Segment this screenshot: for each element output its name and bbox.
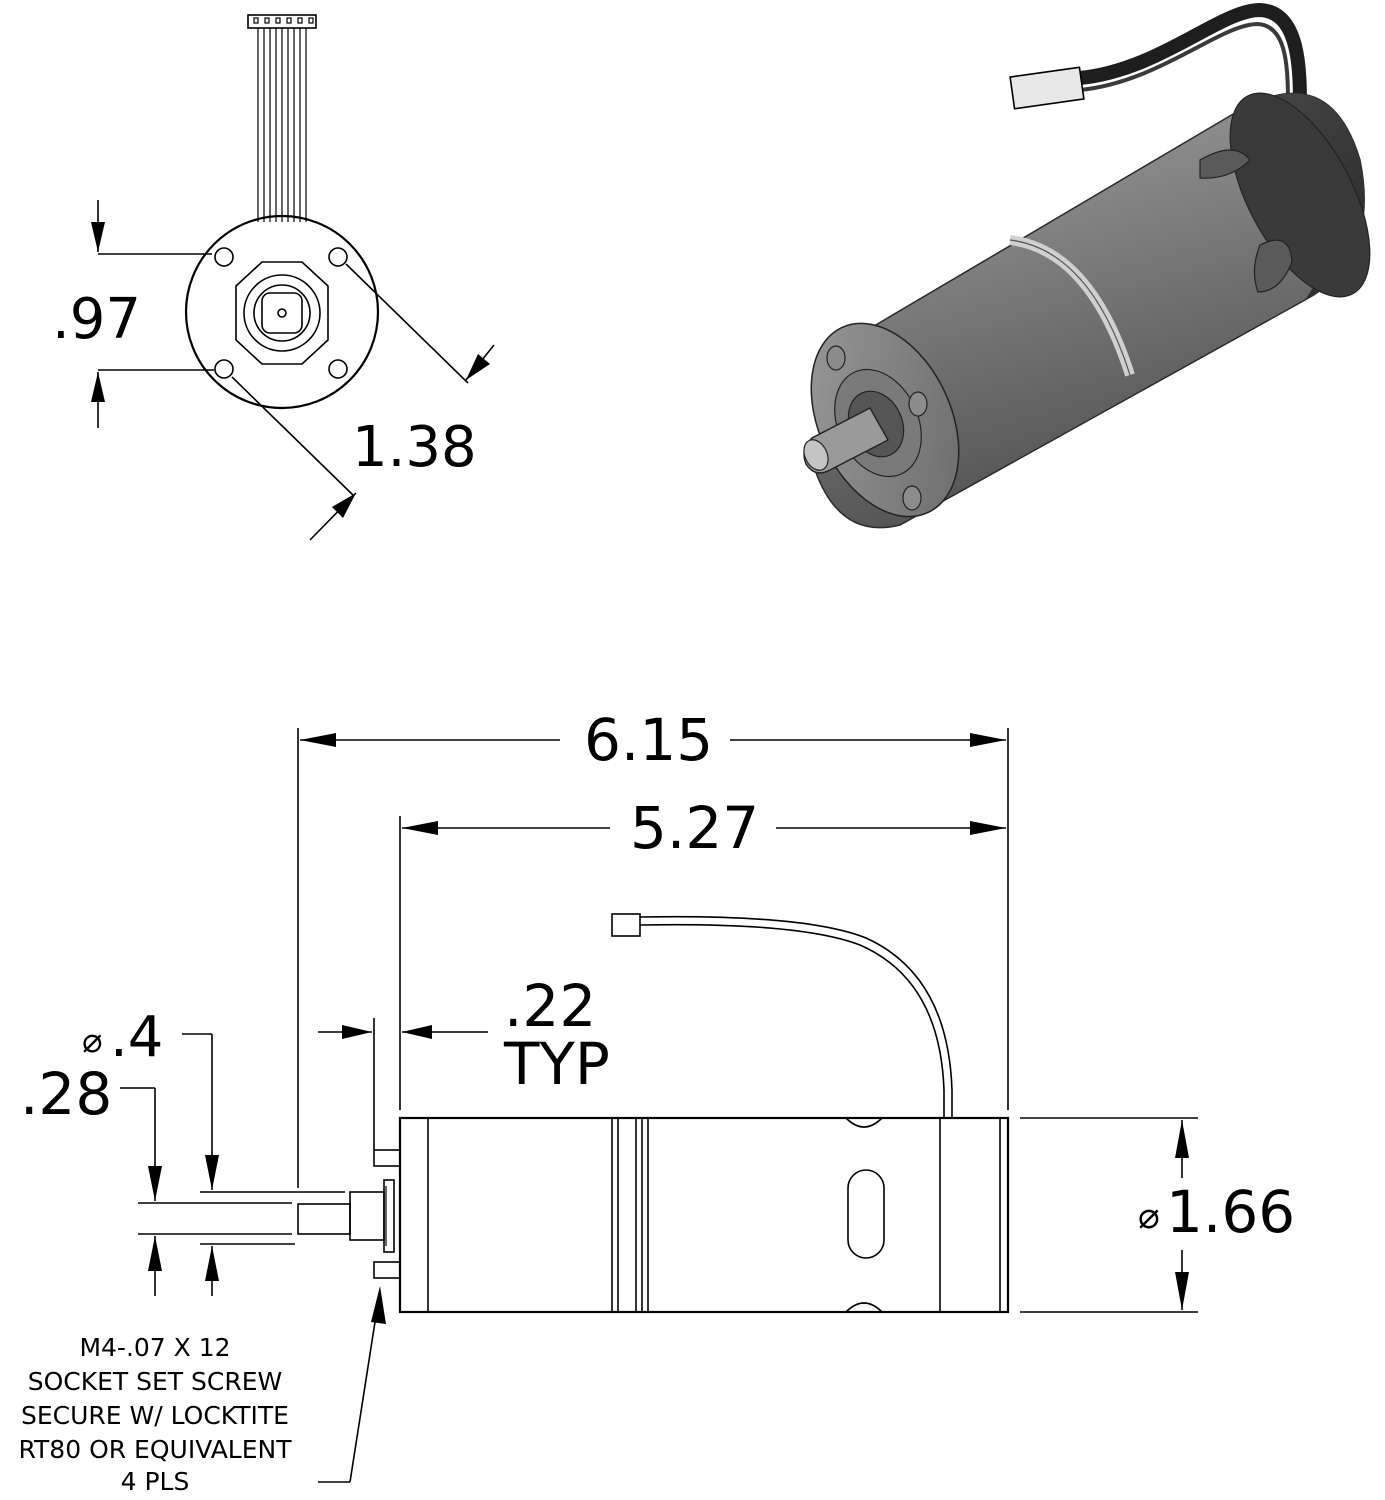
mount-hole-top-left	[214, 247, 234, 267]
screw-note-leader-arrow	[371, 1286, 386, 1324]
dim-4-arrow-bottom	[205, 1246, 219, 1281]
dim-527-label: 5.27	[630, 794, 759, 862]
dim-138-label: 1.38	[352, 415, 477, 480]
side-connector	[611, 913, 641, 937]
iso-slot-top	[1199, 149, 1251, 179]
dim-22-arrow-right	[402, 1025, 432, 1039]
dim-527-arrow-right	[970, 821, 1006, 835]
screw-note-line-4: RT80 OR EQUIVALENT	[18, 1435, 292, 1464]
side-boss-bottom	[373, 1261, 401, 1279]
front-hub	[235, 261, 329, 365]
dim-166-label: 1.66	[1166, 1178, 1295, 1246]
dim-28-label: .28	[20, 1060, 112, 1128]
iso-boss-2	[908, 391, 928, 417]
side-cable	[639, 923, 945, 1118]
iso-cable	[1079, 2, 1307, 111]
dim-166-arrow-bottom	[1175, 1272, 1189, 1310]
dim-28-arrow-top	[148, 1166, 162, 1201]
front-ribbon-cable	[257, 28, 307, 222]
side-view: 6.15 5.27 .22 TYP	[18, 706, 1295, 1496]
side-motor-body	[398, 1116, 1010, 1314]
dim-22-typ-label: TYP	[503, 1030, 610, 1098]
side-hub	[349, 1191, 385, 1241]
dim-615-label: 6.15	[584, 706, 713, 774]
isometric-view	[803, 2, 1371, 529]
screw-note: M4-.07 X 12 SOCKET SET SCREW SECURE W/ L…	[18, 1333, 292, 1496]
iso-boss-1	[826, 345, 846, 371]
side-top-notch	[845, 1117, 883, 1128]
front-connector-pins	[253, 17, 314, 24]
mount-hole-top-right	[328, 247, 348, 267]
dim-4-arrow-top	[205, 1155, 219, 1190]
iso-connector	[1009, 66, 1085, 110]
dim-138-ext-lower	[231, 376, 355, 497]
side-slot	[847, 1169, 885, 1259]
dim-138-ext-upper	[345, 263, 469, 384]
screw-note-line-1: M4-.07 X 12	[79, 1333, 230, 1362]
mount-hole-bottom-left	[214, 359, 234, 379]
screw-note-line-5: 4 PLS	[121, 1467, 190, 1496]
dim-4-label: .4	[110, 1005, 163, 1070]
dim-22-arrow-left	[342, 1025, 372, 1039]
front-view: .97 1.38	[52, 14, 495, 541]
dim-4-diameter-symbol: ⌀	[82, 1021, 102, 1061]
side-boss-top	[373, 1149, 401, 1167]
side-bottom-notch	[845, 1302, 883, 1313]
dim-138-arrow-lower	[332, 493, 356, 518]
dim-527-arrow-left	[402, 821, 438, 835]
side-shaft	[297, 1203, 351, 1235]
iso-slot-side	[1253, 239, 1293, 293]
iso-boss-3	[902, 485, 922, 511]
dim-28-arrow-bottom	[148, 1236, 162, 1271]
dim-22-label: .22	[504, 972, 596, 1040]
screw-note-line-2: SOCKET SET SCREW	[28, 1367, 283, 1396]
dim-615-arrow-left	[300, 733, 336, 747]
dim-166-diameter-symbol: ⌀	[1138, 1196, 1160, 1237]
dim-97-arrow-bottom	[91, 372, 105, 402]
dim-138-arrow-upper	[466, 354, 490, 380]
screw-note-line-3: SECURE W/ LOCKTITE	[21, 1401, 289, 1430]
dim-97-arrow-top	[91, 222, 105, 252]
front-motor-outline	[184, 214, 380, 410]
dim-97-label: .97	[52, 287, 141, 352]
dim-166-arrow-top	[1175, 1120, 1189, 1158]
dim-615-arrow-right	[970, 733, 1006, 747]
mount-hole-bottom-right	[328, 359, 348, 379]
